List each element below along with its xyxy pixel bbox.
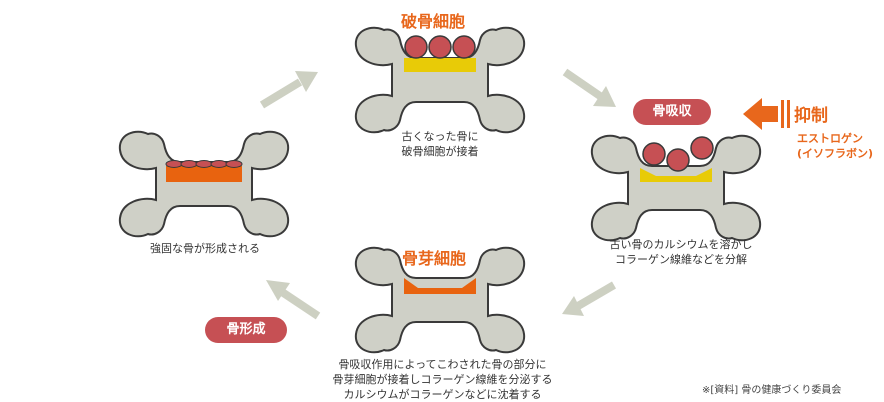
osteoclast-cell (404, 35, 428, 59)
form-caption-line: 骨芽細胞が接着しコラーゲン線維を分泌する (332, 373, 553, 386)
osteoclast-cell (428, 35, 452, 59)
osteoclast-cell (642, 142, 666, 166)
resorb-caption-line: 古い骨のカルシウムを溶かし (609, 238, 753, 251)
inhibit-agent-line: (イソフラボン) (797, 147, 874, 160)
osteoblast-title: 骨芽細胞 (402, 249, 467, 268)
resorb-caption: 古い骨のカルシウムを溶かし コラーゲン線維などを分解 (596, 237, 766, 267)
bone-osteoblast-formation (354, 246, 526, 354)
cycle-arrow-to-form (562, 281, 617, 316)
inhibit-agent-line: エストロゲン (797, 132, 863, 145)
osteoblast-cell (180, 160, 198, 168)
bone-strong (118, 130, 290, 238)
cycle-arrow-to-resorb (562, 68, 616, 107)
source-note: ※[資料] 骨の健康づくり委員会 (702, 385, 842, 396)
old-bone-layer (404, 58, 476, 72)
strong-bone-caption: 強固な骨が形成される (150, 242, 260, 255)
osteoblast-layer (404, 278, 476, 294)
attach-caption-line: 古くなった骨に (401, 130, 479, 143)
dissolving-bone-layer (640, 168, 712, 182)
inhibit-arrow (743, 98, 790, 130)
osteoclast-title: 破骨細胞 (401, 12, 466, 31)
cycle-arrow-to-strong (266, 280, 321, 320)
inhibit-label: 抑制 (794, 106, 828, 126)
form-caption-line: カルシウムがコラーゲンなどに沈着する (343, 388, 542, 401)
cycle-arrow-to-attach (259, 71, 318, 109)
osteoblast-cell (195, 160, 213, 168)
resorb-caption-line: コラーゲン線維などを分解 (615, 253, 747, 266)
inhibit-agent: エストロゲン (イソフラボン) (797, 131, 873, 161)
bone-osteoclast-attach (354, 26, 526, 134)
attach-caption: 古くなった骨に 破骨細胞が接着 (380, 129, 500, 159)
osteoblast-cell (210, 160, 228, 168)
form-caption-line: 骨吸収作用によってこわされた骨の部分に (338, 358, 547, 371)
form-caption: 骨吸収作用によってこわされた骨の部分に 骨芽細胞が接着しコラーゲン線維を分泌する… (320, 357, 565, 402)
new-bone-layer (166, 166, 242, 182)
osteoblast-cell (165, 160, 183, 168)
osteoclast-cell (690, 136, 714, 160)
osteoclast-cell (452, 35, 476, 59)
bone-resorption (590, 134, 762, 242)
resorption-badge: 骨吸収 (633, 99, 711, 125)
osteoblast-cell (225, 160, 243, 168)
attach-caption-line: 破骨細胞が接着 (401, 145, 479, 158)
formation-badge: 骨形成 (205, 317, 287, 343)
osteoclast-cell (666, 148, 690, 172)
